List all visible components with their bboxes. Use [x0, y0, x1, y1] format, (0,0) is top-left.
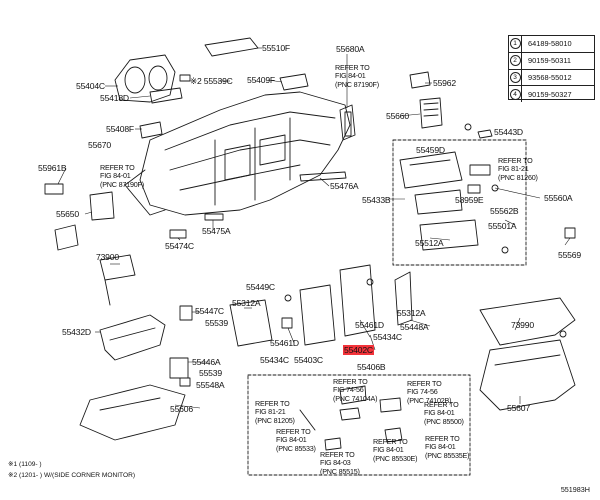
refer-to-callout[interactable]: REFER TO FIG 84-01 (PNC 85535E): [425, 434, 470, 460]
part-label-55433B[interactable]: 55433B: [362, 195, 391, 205]
part-label-55670[interactable]: 55670: [88, 140, 111, 150]
part-label-55476A[interactable]: 55476A: [330, 181, 359, 191]
part-label-55403C[interactable]: 55403C: [294, 355, 323, 365]
part-label-55474C[interactable]: 55474C: [165, 241, 194, 251]
part-label-55461D-a[interactable]: 55461D: [270, 338, 299, 348]
part-label-55680A[interactable]: 55680A: [336, 44, 365, 54]
part-label-55962[interactable]: 55962: [433, 78, 456, 88]
part-label-55434C-b[interactable]: 55434C: [373, 332, 402, 342]
refer-to-callout[interactable]: REFER TO FIG 84-03 (PNC 85515): [320, 450, 360, 476]
refer-to-callout[interactable]: REFER TO FIG 81-21 (PNC 81205): [255, 399, 295, 425]
part-label-55312A-a[interactable]: 55312A: [232, 298, 261, 308]
part-label-55404C[interactable]: 55404C: [76, 81, 105, 91]
refer-to-callout[interactable]: REFER TO FIG 84-01 (PNC 87190F): [100, 163, 144, 189]
part-label-55406B[interactable]: 55406B: [357, 362, 386, 372]
part-label-55475A[interactable]: 55475A: [202, 226, 231, 236]
legend-code: 90159-50311: [521, 52, 594, 69]
refer-to-callout[interactable]: REFER TO FIG 74-56 (PNC 74104A): [333, 377, 378, 403]
legend-code: 93568-55012: [521, 69, 594, 86]
part-label-55402C-highlighted[interactable]: 55402C: [343, 345, 374, 355]
legend-number: 1: [509, 38, 521, 50]
part-label-55650[interactable]: 55650: [56, 209, 79, 219]
part-label-55459D[interactable]: 55459D: [416, 145, 445, 155]
part-label-55539-b[interactable]: 55539: [199, 368, 222, 378]
part-label-55569[interactable]: 55569: [558, 250, 581, 260]
part-label-55660[interactable]: 55660: [386, 111, 409, 121]
part-label-55449C[interactable]: 55449C: [246, 282, 275, 292]
part-label-55447C[interactable]: 55447C: [195, 306, 224, 316]
part-label-55461D-b[interactable]: 55461D: [355, 320, 384, 330]
part-label-55434C-a[interactable]: 55434C: [260, 355, 289, 365]
part-label-55408F[interactable]: 55408F: [106, 124, 134, 134]
part-label-55512A-right[interactable]: 55512A: [415, 238, 444, 248]
part-label-55510F[interactable]: 55510F: [262, 43, 290, 53]
refer-to-callout[interactable]: REFER TO FIG 84-01 (PNC 85530E): [373, 437, 418, 463]
legend-number: 2: [509, 55, 521, 67]
part-label-58959E[interactable]: 58959E: [455, 195, 484, 205]
part-label-55606[interactable]: 55606: [170, 404, 193, 414]
part-label-55418D[interactable]: 55418D: [100, 93, 129, 103]
refer-to-callout[interactable]: REFER TO FIG 81-21 (PNC 81260): [498, 156, 538, 182]
part-label-55539[interactable]: 55539: [205, 318, 228, 328]
legend-number: 3: [509, 71, 521, 83]
part-label-55312A-b[interactable]: 55312A: [397, 308, 426, 318]
part-label-55539C[interactable]: ※2 55539C: [190, 76, 233, 86]
refer-to-callout[interactable]: REFER TO FIG 84-01 (PNC 87190F): [335, 63, 379, 89]
part-label-73900[interactable]: 73900: [96, 252, 119, 262]
footnote-2: ※2 (1201- ) W/(SIDE CORNER MONITOR): [8, 472, 136, 479]
part-label-55409F[interactable]: 55409F: [247, 75, 275, 85]
refer-to-callout[interactable]: REFER TO FIG 84-01 (PNC 85500): [424, 400, 464, 426]
part-label-55961B[interactable]: 55961B: [38, 163, 67, 173]
footnote-1: ※1 (1109- ): [8, 461, 42, 468]
legend-number: 4: [509, 88, 521, 100]
figure-id: 551983H: [560, 485, 590, 494]
part-label-55501A[interactable]: 55501A: [488, 221, 517, 231]
part-label-55562B[interactable]: 55562B: [490, 206, 519, 216]
part-label-55448A[interactable]: 55448A: [400, 322, 429, 332]
legend-code: 90159-50327: [521, 86, 594, 102]
part-label-55432D[interactable]: 55432D: [62, 327, 91, 337]
refer-to-callout[interactable]: REFER TO FIG 74-56 (PNC 74102B): [407, 379, 452, 405]
part-label-55446A[interactable]: 55446A: [192, 357, 221, 367]
part-label-55443D[interactable]: 55443D: [494, 127, 523, 137]
refer-to-callout[interactable]: REFER TO FIG 84-01 (PNC 85533): [276, 427, 316, 453]
legend-code: 64189-58010: [521, 36, 594, 52]
part-label-55607[interactable]: 55607: [507, 403, 530, 413]
part-label-55548A[interactable]: 55548A: [196, 380, 225, 390]
part-label-55560A[interactable]: 55560A: [544, 193, 573, 203]
part-label-73990[interactable]: 73990: [511, 320, 534, 330]
